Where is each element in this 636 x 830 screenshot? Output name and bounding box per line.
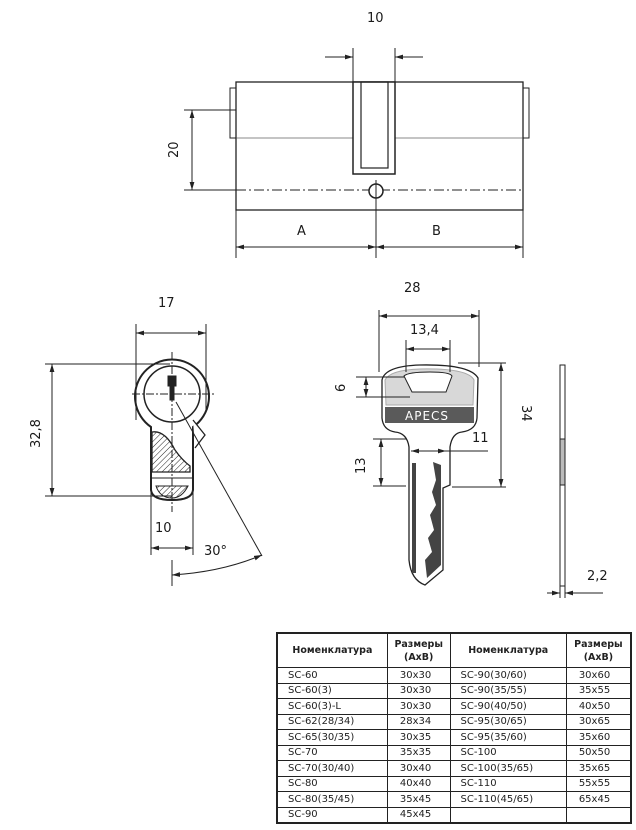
nomenclature-cell: SC-90(40/50) [449,698,567,715]
key-drawing [356,310,603,598]
header-sizes: Размеры (АхВ) [565,632,632,668]
header-nomenclature: Номенклатура [449,632,567,668]
nomenclature-cell: SC-70 [276,744,388,761]
dim-profile-width: 17 [158,296,175,311]
nomenclature-cell: SC-60(3) [276,682,388,699]
nomenclature-cell: SC-90(30/60) [449,667,567,684]
size-cell: 35x60 [565,729,632,746]
dim-key-shank-width: 11 [472,431,489,446]
dim-key-width: 28 [404,281,421,296]
nomenclature-cell [449,806,567,824]
dim-key-shoulder: 13 [354,457,369,474]
nomenclature-cell: SC-90(35/55) [449,682,567,699]
nomenclature-cell: SC-80(35/45) [276,791,388,808]
header-nomenclature: Номенклатура [276,632,388,668]
dim-top-slot-width: 10 [367,11,384,26]
nomenclature-cell: SC-95(30/65) [449,713,567,730]
dim-profile-height: 32,8 [29,419,44,448]
cylinder-profile-view [45,324,263,586]
dim-part-b: B [432,224,441,239]
size-cell: 30x30 [386,682,451,699]
dim-top-height: 20 [167,141,182,158]
size-cell: 30x65 [565,713,632,730]
nomenclature-cell: SC-100 [449,744,567,761]
sizes-table: Номенклатура Размеры (АхВ) Номенклатура … [276,632,632,824]
size-cell: 30x30 [386,698,451,715]
nomenclature-cell: SC-95(35/60) [449,729,567,746]
size-cell: 65x45 [565,791,632,808]
size-cell: 30x40 [386,760,451,777]
nomenclature-cell: SC-65(30/35) [276,729,388,746]
nomenclature-cell: SC-62(28/34) [276,713,388,730]
dim-key-thickness: 2,2 [587,569,608,584]
dim-key-height: 34 [518,405,533,422]
dim-key-hole-height: 6 [334,384,349,392]
nomenclature-cell: SC-70(30/40) [276,760,388,777]
size-cell: 40x50 [565,698,632,715]
dim-part-a: A [297,224,306,239]
nomenclature-cell: SC-60(3)-L [276,698,388,715]
size-cell: 35x35 [386,744,451,761]
size-cell [565,806,632,824]
cylinder-top-view [184,48,530,258]
dim-profile-bottom-width: 10 [155,521,172,536]
size-cell: 35x45 [386,791,451,808]
nomenclature-cell: SC-110 [449,775,567,792]
dim-key-hole-width: 13,4 [410,323,439,338]
nomenclature-cell: SC-80 [276,775,388,792]
size-cell: 50x50 [565,744,632,761]
nomenclature-cell: SC-110(45/65) [449,791,567,808]
nomenclature-cell: SC-90 [276,806,388,824]
key-brand-logo: APECS [405,409,449,423]
size-cell: 30x60 [565,667,632,684]
dim-cam-angle: 30° [204,544,227,559]
nomenclature-cell: SC-100(35/65) [449,760,567,777]
header-sizes: Размеры (АхВ) [386,632,451,668]
size-cell: 28x34 [386,713,451,730]
size-cell: 30x30 [386,667,451,684]
size-cell: 40x40 [386,775,451,792]
size-cell: 55x55 [565,775,632,792]
size-cell: 35x65 [565,760,632,777]
size-cell: 30x35 [386,729,451,746]
nomenclature-cell: SC-60 [276,667,388,684]
table-header-row: Номенклатура Размеры (АхВ) Номенклатура … [276,632,632,668]
size-cell: 45x45 [386,806,451,824]
size-cell: 35x55 [565,682,632,699]
